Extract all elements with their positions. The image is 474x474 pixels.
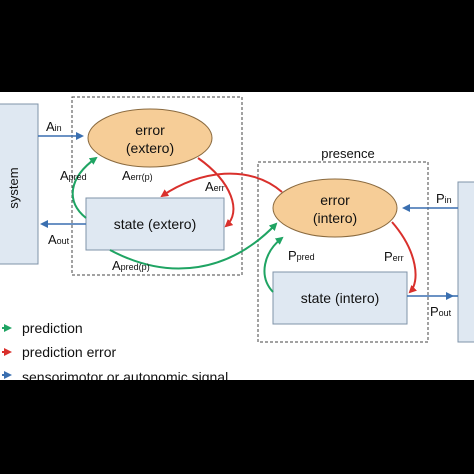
state-intero-label: state (intero): [301, 290, 380, 306]
a-in-label: Ain: [46, 119, 62, 134]
diagram-panel: presence system error (extero) state (ex…: [0, 92, 474, 380]
a-err-p-label: Aerr(p): [122, 168, 153, 183]
legend-item-signal: sensorimotor or autonomic signal: [2, 369, 228, 380]
diagram-canvas: presence system error (extero) state (ex…: [0, 96, 474, 380]
a-err-label: Aerr: [205, 179, 225, 194]
presence-label: presence: [321, 146, 374, 161]
a-pred-arrow: [71, 156, 98, 219]
a-err-p-arrow: [160, 172, 283, 198]
error-extero-line2: (extero): [126, 140, 174, 156]
body-block: [457, 181, 474, 343]
p-pred-arrow: [263, 236, 284, 293]
system-block: [0, 103, 39, 265]
error-extero-line1: error: [135, 122, 165, 138]
p-out-label: Pout: [430, 304, 452, 319]
presence-group-box: [257, 161, 429, 343]
a-err-arrow: [197, 157, 235, 228]
error-intero-line2: (intero): [313, 210, 357, 226]
a-out-label: Aout: [48, 232, 70, 247]
error-intero-node: [272, 178, 398, 238]
state-extero-node: [85, 197, 225, 251]
legend: prediction prediction error sensorimotor…: [2, 320, 228, 380]
a-pred-p-label: Apred(p): [112, 258, 150, 273]
legend-error-label: prediction error: [22, 344, 116, 360]
legend-item-error: prediction error: [2, 344, 116, 360]
state-extero-label: state (extero): [114, 216, 196, 232]
p-in-label: Pin: [436, 191, 452, 206]
a-pred-p-arrow: [109, 222, 278, 270]
error-intero-line1: error: [320, 192, 350, 208]
error-extero-node: [87, 108, 213, 168]
p-err-arrow: [391, 221, 418, 294]
legend-signal-label: sensorimotor or autonomic signal: [22, 369, 228, 380]
a-pred-label: Apred: [60, 168, 87, 183]
system-label: system: [6, 167, 21, 208]
p-err-label: Perr: [384, 249, 404, 264]
state-intero-node: [272, 271, 408, 325]
p-pred-label: Ppred: [288, 248, 315, 263]
extero-group-box: [71, 96, 243, 276]
legend-item-prediction: prediction: [2, 320, 83, 336]
legend-prediction-label: prediction: [22, 320, 83, 336]
